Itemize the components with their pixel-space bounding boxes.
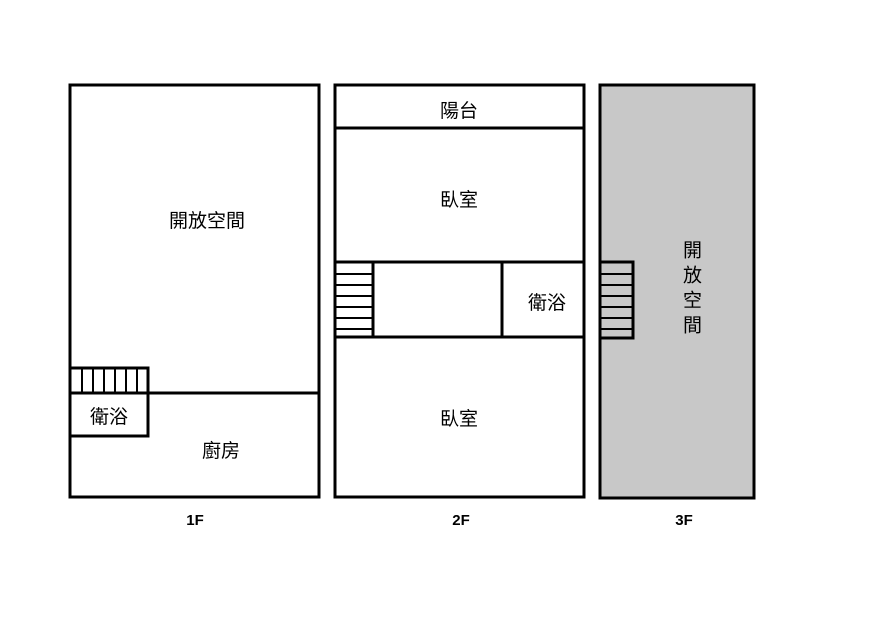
floor-2f-bedroom-1-label: 臥室 <box>440 189 478 211</box>
floor-3f-open-space-label: 開放空間 <box>680 240 702 340</box>
floor-1f-stairs <box>68 366 150 395</box>
floor-1f-outline <box>68 83 321 499</box>
floor-1f-bathroom-label: 衛浴 <box>90 406 128 428</box>
floor-3f-stairs <box>598 260 635 340</box>
floor-3f-label: 3F <box>675 512 693 529</box>
floor-1f-label: 1F <box>186 512 204 529</box>
floor-2f-bedroom-2-label: 臥室 <box>440 408 478 430</box>
floor-3f-outline <box>598 83 756 500</box>
floor-1f-kitchen-label: 廚房 <box>202 439 240 462</box>
floor-2f-balcony-label: 陽台 <box>440 100 478 122</box>
floor-2f-outline <box>333 83 586 499</box>
floor-2f-stairs <box>335 273 373 330</box>
floor-1f-open-space-label: 開放空間 <box>169 210 245 232</box>
floor-1f: 開放空間 衛浴 廚房 1F <box>68 83 321 529</box>
floor-2f-label: 2F <box>452 512 470 529</box>
floor-3f: 開放空間 3F <box>598 83 756 529</box>
floor-2f: 陽台 臥室 衛浴 臥室 2F <box>333 83 586 529</box>
floor-2f-bathroom-label: 衛浴 <box>528 292 566 314</box>
